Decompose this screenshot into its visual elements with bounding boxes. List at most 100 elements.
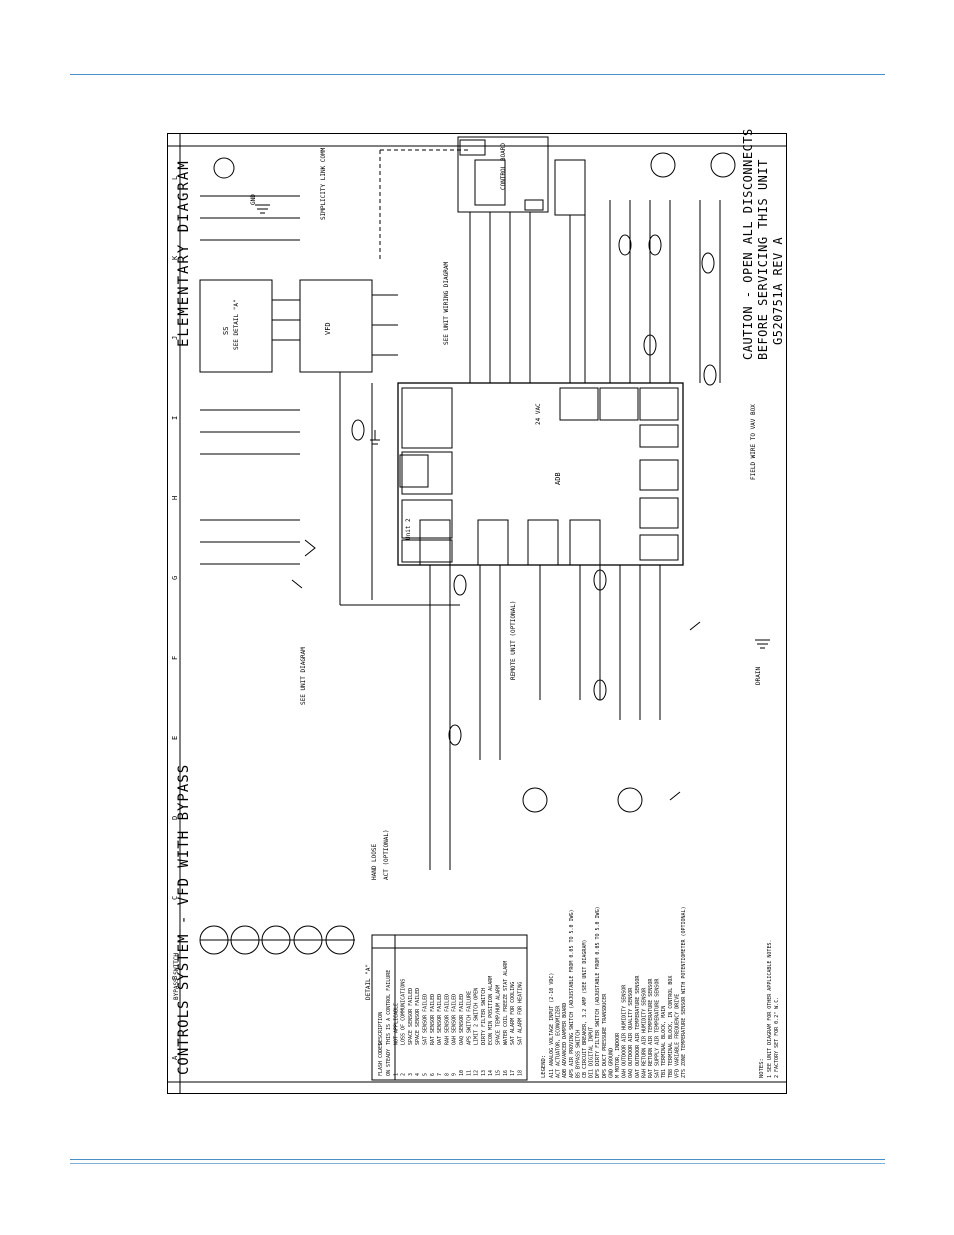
flash-row-desc: ECON MIN POSITION ALARM: [488, 976, 494, 1045]
detail-a-label: DETAIL "A": [365, 964, 372, 1000]
legend-title: LEGEND:: [541, 1055, 547, 1078]
simplicity-link-label: SIMPLICITY LINK COMM: [320, 147, 327, 220]
zone-letter: K: [171, 255, 179, 260]
adb-label: ADB: [554, 472, 562, 485]
legend-item: BS BYPASS SWITCH: [575, 1030, 581, 1078]
see-unit-wiring-label: SEE UNIT WIRING DIAGRAM: [443, 262, 450, 345]
flash-row-desc: DIRTY FILTER SWITCH: [481, 988, 487, 1045]
flash-row-desc: SPACE SENSOR FAILED: [408, 988, 414, 1045]
flash-row-desc: RAH SENSOR FAILED: [444, 994, 450, 1045]
flash-row-code: ON STEADY: [386, 1049, 392, 1076]
flash-row-desc: SPACE SENSOR FAILED: [415, 988, 421, 1045]
zone-letter: B: [171, 976, 179, 980]
control-board-label: CONTROL BOARD: [500, 143, 507, 190]
legend-item: A11 ANALOG VOLTAGE INPUT (2-10 VDC): [549, 973, 555, 1078]
legend-item: OAH OUTDOOR AIR HUMIDITY SENSOR: [622, 984, 628, 1078]
legend-item: TB1 TERMINAL BLOCK, MAIN: [661, 1006, 667, 1078]
flash-row-desc: NOT APPLICABLE: [393, 1003, 399, 1045]
flash-row-desc: SAT ALARM FOR HEATING: [517, 982, 523, 1045]
zone-letter: G: [171, 576, 179, 580]
footer-rule: [70, 1159, 885, 1160]
legend-item: APS AIR PROVING SWITCH (ADJUSTABLE FROM …: [569, 909, 575, 1078]
legend-item: VFD VARIABLE FREQUENCY DRIVE: [674, 994, 680, 1078]
bypass-switch-label: BYPASS SWITCH: [173, 953, 180, 1000]
legend-item: ZTS ZONE TEMPERATURE SENSOR WITH POTENTI…: [681, 906, 687, 1078]
field-wire-label: FIELD WIRE TO VAV BOX: [750, 404, 757, 480]
flash-row-code: 9: [452, 1073, 458, 1076]
remote-unit-label: REMOTE UNIT (OPTIONAL): [510, 601, 517, 680]
flash-row-code: 14: [488, 1070, 494, 1076]
zone-letter: H: [171, 496, 179, 500]
legend-item: DFS DIRTY FILTER SWITCH (ADJUSTABLE FROM…: [595, 906, 601, 1078]
zone-letter: F: [171, 656, 179, 660]
flash-row-desc: THIS IS A CONTROL FAILURE: [386, 970, 392, 1045]
notes: NOTES:1 SEE UNIT DIAGRAM FOR OTHER APPLI…: [759, 940, 780, 1078]
flash-row-desc: RAT SENSOR FAILED: [430, 994, 436, 1045]
note-item: 1 SEE UNIT DIAGRAM FOR OTHER APPLICABLE …: [767, 940, 773, 1078]
legend-item: CB CIRCUIT BREAKER, 3.2 AMP (SEE UNIT DI…: [582, 940, 588, 1078]
see-unit-diagram-label: SEE UNIT DIAGRAM: [300, 647, 307, 705]
flash-row-code: 2: [401, 1073, 407, 1076]
flash-row-code: 6: [430, 1073, 436, 1076]
flash-row-desc: OAT SENSOR FAILED: [437, 994, 443, 1045]
legend-item: RAH RETURN AIR HUMIDITY SENSOR: [641, 987, 647, 1078]
vac-label: 24 VAC: [535, 403, 542, 425]
flash-row-desc: SPACE TEMP/HUM ALARM: [496, 985, 502, 1045]
diagram-frame: [167, 133, 787, 1094]
flash-row-desc: OAH SENSOR FAILED: [452, 994, 458, 1045]
flash-header-desc: DESCRIPTION: [378, 1012, 384, 1045]
zone-letter: I: [171, 416, 179, 420]
caution-line-1: CAUTION - OPEN ALL DISCONNECTS: [741, 128, 755, 360]
flash-row-code: 4: [415, 1073, 421, 1076]
legend-item: DI1 DIGITAL INPUT: [589, 1027, 595, 1078]
ss-label: SS: [222, 327, 230, 335]
flash-row-desc: SAT ALARM FOR COOLING: [510, 982, 516, 1045]
legend-item: RAT RETURN AIR TEMPERATURE SENSOR: [648, 978, 654, 1078]
zone-letter: E: [171, 736, 179, 740]
see-detail-label: SEE DETAIL "A": [233, 299, 240, 350]
header-rule: [70, 74, 885, 75]
flash-row-code: 3: [408, 1073, 414, 1076]
diagram-header: ELEMENTARY DIAGRAM: [176, 159, 192, 347]
zone-letter: A: [171, 1055, 179, 1060]
legend-item: GND GROUND: [608, 1048, 614, 1078]
legend-item: ADB ADVANCED DAMPER BOARD: [562, 1003, 568, 1078]
legend-item: TB8 TERMINAL BLOCK, IN CONTROL BOX: [668, 976, 674, 1078]
flash-row-code: 15: [496, 1070, 502, 1076]
legend-item: OAQ OUTDOOR AIR QUALITY SENSOR: [628, 987, 634, 1078]
hand-loose-label: HAND LOOSE: [371, 843, 378, 880]
caution-line-2: BEFORE SERVICING THIS UNIT: [756, 159, 770, 360]
legend-item: M MOTOR, INDOOR: [615, 1032, 621, 1078]
notes-title: NOTES:: [759, 1058, 765, 1078]
zone-letter: J: [171, 336, 179, 340]
drain-label: DRAIN: [755, 667, 762, 685]
flash-row-code: 8: [444, 1073, 450, 1076]
legend-item: OAT OUTDOOR AIR TEMPERATURE SENSOR: [635, 975, 641, 1078]
flash-row-code: 13: [481, 1070, 487, 1076]
flash-row-code: 18: [517, 1070, 523, 1076]
flash-row-desc: LOSS OF COMMUNICATIONS: [401, 979, 407, 1045]
zone-letter: L: [171, 176, 179, 180]
flash-row-code: 11: [466, 1070, 472, 1076]
unit2-label: Unit 2: [405, 518, 412, 540]
footer-rule-secondary: [70, 1163, 885, 1164]
flash-row-code: 10: [459, 1070, 465, 1076]
diagram-title: CONTROLS SYSTEM - VFD WITH BYPASS: [176, 764, 192, 1075]
legend-item: SAT SUPPLY AIR TEMPERATURE SENSOR: [655, 978, 661, 1078]
act-label: ACT (OPTIONAL): [383, 829, 390, 880]
zone-letter: C: [171, 896, 179, 900]
flash-row-desc: SAT SENSOR FAILED: [423, 994, 429, 1045]
flash-row-code: 16: [503, 1070, 509, 1076]
flash-row-desc: LIMIT 2 SWITCH OPEN: [474, 988, 480, 1045]
legend-item: ACT ACTUATOR, ECONOMIZER: [556, 1005, 562, 1078]
gnd-label: GND: [250, 194, 257, 205]
flash-row-desc: APS SWITCH FAILURE: [466, 991, 472, 1045]
flash-header-codes: FLASH CODES: [378, 1043, 384, 1076]
flash-row-code: 1: [393, 1073, 399, 1076]
legend-item: DPS DUCT PRESSURE TRANSDUCER: [602, 993, 608, 1078]
flash-row-code: 7: [437, 1073, 443, 1076]
flash-row-desc: OAQ SENSOR FAILED: [459, 994, 465, 1045]
